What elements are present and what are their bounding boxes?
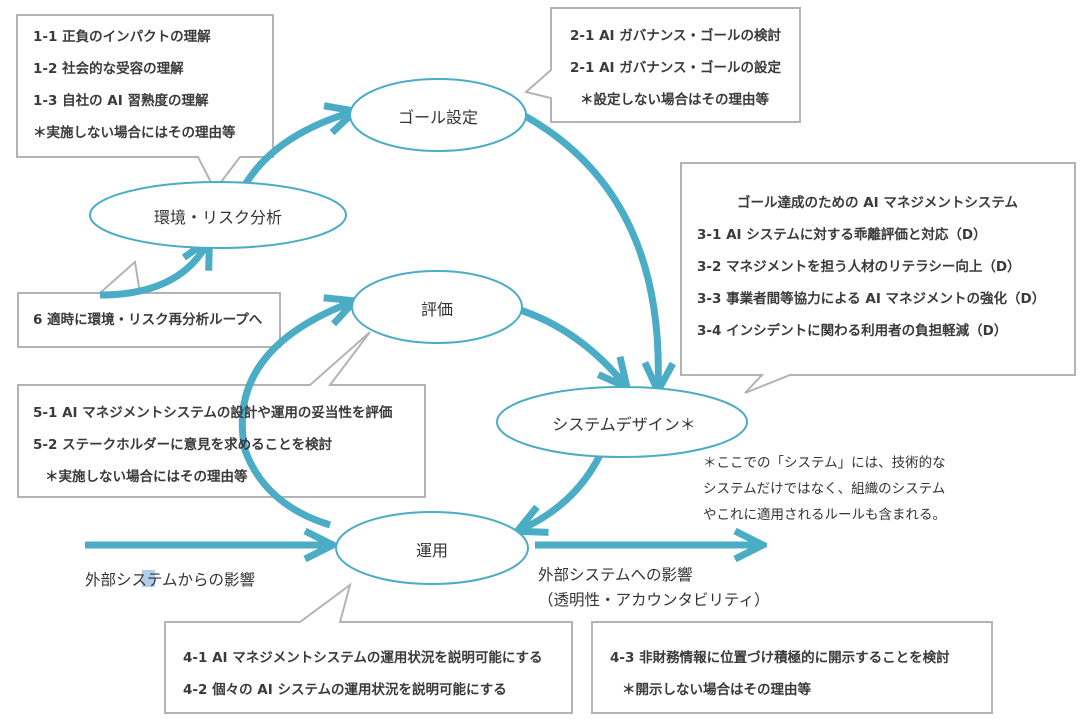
callout-line: 5-1 AI マネジメントシステムの設計や運用の妥当性を評価 [33, 405, 393, 421]
callout-evaluation: 5-1 AI マネジメントシステムの設計や運用の妥当性を評価 5-2 ステークホ… [33, 397, 392, 493]
callout-line: 3-3 事業者間等協力による AI マネジメントの強化（D） [697, 291, 1046, 307]
callout-line: 2-1 AI ガバナンス・ゴールの検討 [570, 28, 781, 44]
node-eval: 評価 [420, 300, 454, 319]
arrow-design-to-ops [520, 453, 604, 530]
footnote-line: ＊ここでの「システム」には、技術的な [703, 455, 946, 471]
callout-box-eval [17, 331, 426, 498]
node-goal-ellipse [349, 78, 527, 152]
node-env-ellipse [89, 181, 347, 249]
callout-reanalysis-loop: 6 適時に環境・リスク再分析ループへ [33, 304, 262, 336]
node-goal: ゴール設定 [397, 108, 479, 127]
callout-line: ＊実施しない場合にはその理由等 [45, 469, 248, 485]
callout-operation-disclose: 4-3 非財務情報に位置づけ積極的に開示することを検討 ＊開示しない場合はその理… [610, 642, 950, 706]
callout-line: 1-3 自社の AI 習熟度の理解 [33, 93, 209, 109]
callout-line: 6 適時に環境・リスク再分析ループへ [33, 312, 263, 328]
text-highlight [142, 570, 155, 587]
arrow-loop-to-env [99, 242, 208, 299]
arrow-eval-to-design [518, 306, 625, 385]
arrow-env-to-goal [241, 112, 352, 187]
node-design-ellipse [496, 386, 748, 458]
footnote-line: システムだけではなく、組織のシステム [703, 481, 946, 497]
footnote: ＊ここでの「システム」には、技術的な システムだけではなく、組織のシステム やこ… [703, 450, 946, 528]
callout-box-goal [523, 7, 801, 123]
callout-box-ops-disclose [591, 621, 993, 714]
callout-line: 3-4 インシデントに関わる利用者の負担軽減（D） [697, 323, 1008, 339]
callout-line: 2-1 AI ガバナンス・ゴールの設定 [570, 60, 781, 76]
arrow-goal-to-design [523, 112, 658, 388]
callout-line: ＊実施しない場合にはその理由等 [33, 125, 236, 141]
callout-box-system [680, 162, 1076, 394]
node-ops: 運用 [415, 541, 449, 560]
callout-line: 5-2 ステークホルダーに意見を求めることを検討 [33, 437, 333, 453]
callout-title: ゴール達成のための AI マネジメントシステム [737, 195, 1018, 211]
outbound-label: 外部システムへの影響 [538, 566, 693, 584]
arrow-ops-to-eval [238, 302, 352, 529]
callout-line: ＊開示しない場合はその理由等 [622, 682, 811, 698]
callout-management-system: ゴール達成のための AI マネジメントシステム 3-1 AI システムに対する乖… [697, 187, 1045, 347]
callout-env-analysis: 1-1 正負のインパクトの理解 1-2 社会的な受容の理解 1-3 自社の AI… [33, 21, 236, 149]
callout-line: 1-2 社会的な受容の理解 [33, 61, 184, 77]
footnote-line: やこれに適用されるルールも含まれる。 [703, 507, 946, 523]
node-design: システムデザイン＊ [552, 415, 696, 434]
inbound-label: 外部システムからの影響 [85, 571, 256, 589]
callout-line: 4-3 非財務情報に位置づけ積極的に開示することを検討 [610, 650, 950, 666]
callout-goal-setting: 2-1 AI ガバナンス・ゴールの検討 2-1 AI ガバナンス・ゴールの設定 … [570, 20, 781, 116]
outbound-sublabel: （透明性・アカウンタビリティ） [538, 591, 770, 609]
callout-operation-explain: 4-1 AI マネジメントシステムの運用状況を説明可能にする 4-2 個々の A… [183, 642, 543, 706]
callout-line: 4-1 AI マネジメントシステムの運用状況を説明可能にする [183, 650, 543, 666]
callout-line: ＊設定しない場合はその理由等 [580, 92, 769, 108]
callout-line: 3-2 マネジメントを担う人材のリテラシー向上（D） [697, 259, 1021, 275]
callout-box-loop [17, 260, 281, 348]
node-eval-ellipse [351, 270, 523, 344]
node-ops-ellipse [335, 511, 529, 585]
callout-line: 4-2 個々の AI システムの運用状況を説明可能にする [183, 682, 507, 698]
callout-line: 1-1 正負のインパクトの理解 [33, 29, 211, 45]
callout-line: 3-1 AI システムに対する乖離評価と対応（D） [697, 227, 987, 243]
node-env: 環境・リスク分析 [153, 208, 283, 227]
callout-box-ops-explain [164, 582, 573, 714]
callout-box-env [16, 14, 274, 192]
